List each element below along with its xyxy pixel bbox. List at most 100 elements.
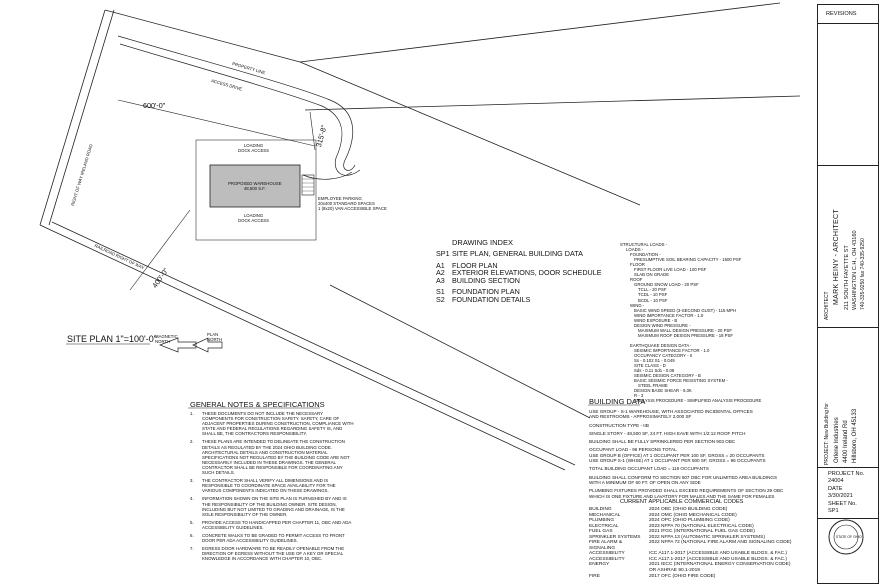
code-category: ACCESSIBILITY	[589, 556, 625, 562]
structural-load-line: TCDL - 10 PSF	[638, 292, 668, 298]
code-row: OR ASHRAE 90.1-2019	[589, 568, 792, 574]
code-value: 2023 NFPA 70 (NATIONAL ELECTRICAL CODE)	[649, 523, 754, 529]
note-text: EGRESS DOOR HARDWARE TO BE READILY OPENA…	[202, 546, 345, 562]
code-value: 2021 IECC (INTERNATIONAL ENERGY CONSERVA…	[649, 562, 791, 568]
building-data-line: USE GROUP S-1 (WHSE) AT 1 OCCUPANT PER 5…	[589, 458, 766, 464]
building-data-line: PLUMBING FIXTURES PROVIDED SHALL EXCEED …	[589, 488, 784, 494]
building-data-line: AND RESTROOMS - APPROXIMATELY 2,000 SF	[589, 414, 692, 420]
code-category: MECHANICAL	[589, 512, 621, 518]
architect-address1: 211 SOUTH FAYETTE ST	[844, 245, 850, 310]
drawing-desc: BUILDING SECTION	[452, 275, 520, 285]
drawing-desc: FLOOR PLAN	[452, 260, 498, 270]
drawing-code: A3	[436, 275, 445, 285]
structural-load-line: DESIGN WIND PRESSURE -	[634, 322, 691, 328]
note-text: PROVIDE ACCESS TO HANDICAPPED PER CHAPTE…	[202, 519, 352, 530]
south-property-line	[329, 284, 591, 419]
tb-divider	[818, 518, 878, 519]
structural-load-line: WIND -	[630, 302, 645, 308]
general-note: 1. THESE DOCUMENTS DO NOT INCLUDE THE NEC…	[190, 411, 355, 436]
dim-600-label: 600'-0"	[143, 101, 166, 110]
building-data-title: BUILDING DATA	[589, 397, 646, 406]
title-block: REVISIONS ARCHITECT MARK HEINY - ARCHITE…	[817, 4, 879, 584]
code-category: FUEL GAS	[589, 529, 613, 535]
date-label: DATE	[828, 486, 843, 492]
architect-address2: WASHINGTON C.H., OH 43160	[852, 230, 858, 310]
architect-name: MARK HEINY - ARCHITECT	[833, 209, 840, 305]
structural-load-line: ROOF	[630, 277, 643, 283]
note-number: 5.	[190, 519, 194, 525]
access-drive-edge-2	[119, 43, 361, 176]
note-number: 2.	[190, 439, 194, 445]
code-row: FUEL GAS 2021 IFGC (INTERNATIONAL FUEL GA…	[589, 529, 792, 535]
dimension-lines	[117, 99, 316, 291]
code-value: OR ASHRAE 90.1-2019	[649, 568, 700, 574]
structural-load-line: LOADS -	[626, 247, 644, 253]
dim-600-line	[117, 99, 316, 147]
building-data-line: USE GROUP B (OFFICE) AT 1 OCCUPANT PER 1…	[589, 452, 765, 458]
architect-phone: 740-335-9250 fax 740-335-9250	[860, 238, 866, 310]
code-value: 2021 IFGC (INTERNATIONAL FUEL GAS CODE)	[649, 529, 755, 535]
structural-load-line: FOUNDATION -	[630, 252, 661, 258]
structural-load-line: Sds - 0.11 Sd1 - 0.08	[634, 368, 675, 374]
note-text: CONCRETE WALKS TO BE GRADED TO PERMIT AC…	[202, 532, 345, 544]
general-note: 7.EGRESS DOOR HARDWARE TO BE READILY OPE…	[190, 546, 355, 561]
site-boundary	[39, 2, 801, 471]
structural-load-line: WIND EXPOSURE - B	[634, 317, 678, 323]
structural-loads: STRUCTURAL LOADS -LOADS -FOUNDATION -PRE…	[620, 242, 761, 403]
building-data-line: OCCUPANT LOAD - 96 PERSONS TOTAL	[589, 447, 677, 453]
note-text: THESE PLANS ARE INTENDED TO DELINEATE TH…	[202, 439, 350, 476]
magnetic-north-label: MAGNETIC NORTH	[155, 334, 178, 345]
note-number: 1.	[190, 411, 194, 416]
plan-north-label: PLAN NORTH	[207, 332, 223, 343]
plan-north-arrow	[192, 337, 223, 353]
structural-load-line: SITE CLASS - D	[634, 363, 666, 369]
structural-load-line: FLOOR	[630, 262, 645, 268]
building-data-line: BUILDING SHALL CONFORM TO SECTION 507 OB…	[589, 474, 778, 480]
structural-load-line: GROUND SNOW LOAD - 20 PSF	[634, 282, 699, 288]
paved-area	[195, 139, 317, 241]
code-value: 2024 OPC (OHIO PLUMBING CODE)	[649, 518, 730, 524]
parking-area	[301, 174, 315, 196]
project-no-label: PROJECT No.	[828, 471, 865, 477]
building-data-line: CONSTRUCTION TYPE - IIB	[589, 422, 649, 428]
code-value: ICC A117.1-2017 (ACCESSIBLE AND USABLE B…	[649, 551, 788, 557]
code-category: ENERGY	[589, 562, 610, 568]
tb-divider	[818, 23, 878, 24]
drawing-code: S2	[436, 294, 445, 304]
structural-load-line: SEISMIC DESIGN CATEGORY - B	[634, 373, 701, 379]
building-data-list: USE GROUP - S-1 WAREHOUSE, WITH ASSOCIAT…	[589, 409, 783, 499]
drawing-code: A2	[436, 268, 445, 278]
railroad-row-line-2	[51, 221, 576, 466]
seal-text: STATE OF OHIO	[836, 535, 862, 539]
project-label: PROJECT: New Building for	[824, 403, 830, 465]
note-number: 6.	[190, 532, 194, 538]
structural-load-line: STEEL FRAME	[638, 383, 668, 389]
general-note: 2. THESE PLANS ARE INTENDED TO DELINEATE …	[190, 439, 355, 475]
structural-load-line: EARTHQUAKE DESIGN DATA -	[630, 342, 692, 348]
code-row: ENERGY 2021 IECC (INTERNATIONAL ENERGY CO…	[589, 562, 792, 568]
note-number: 3.	[190, 478, 194, 484]
drawing-desc: SITE PLAN, GENERAL BUILDING DATA	[452, 249, 583, 258]
building-data-line: TOTAL BUILDING OCCUPANT LOAD = 116 OCCUP…	[589, 466, 709, 472]
ireland-road-line-outer	[39, 9, 106, 226]
seal-outer	[828, 519, 864, 555]
structural-load-line: BASIC WIND SPEED (3-SECOND GUST) - 115 M…	[634, 307, 737, 313]
date-value: 3/30/2021	[828, 493, 853, 499]
site-plan-title: SITE PLAN 1"=100'-0"	[67, 334, 157, 344]
seal-inner	[833, 524, 859, 550]
drawing-desc: FOUNDATION PLAN	[452, 287, 520, 297]
note-text: THESE DOCUMENTS DO NOT INCLUDE THE NECES…	[202, 411, 354, 437]
code-category: FIRE	[589, 573, 600, 579]
building-data-line: SINGLE STORY - 48,500 SF, 24 FT. HIGH EA…	[589, 430, 746, 436]
tb-divider	[818, 165, 878, 166]
sheet-value: SP1	[828, 508, 839, 514]
